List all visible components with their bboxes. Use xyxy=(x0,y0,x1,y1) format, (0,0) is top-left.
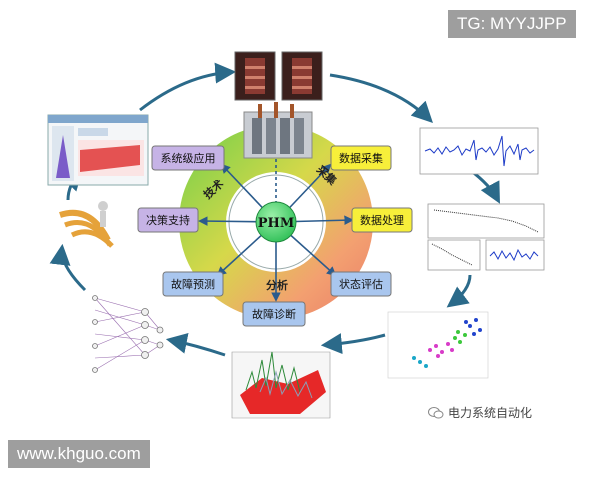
arrow-signal-to-curves xyxy=(469,168,500,204)
stage-box-state-assessment: 状态评估 xyxy=(330,271,392,297)
stage-label: 决策支持 xyxy=(146,213,190,227)
source-label: 电力系统自动化 xyxy=(448,406,533,420)
arrow-app-to-photos xyxy=(139,62,237,112)
stage-box-data-acquisition: 数据采集 xyxy=(330,145,392,171)
arrow-3d-to-network xyxy=(165,333,226,357)
arrow-network-to-decision xyxy=(49,243,87,292)
stage-box-fault-prediction: 故障预测 xyxy=(162,271,224,297)
winding-photos xyxy=(234,51,323,101)
source-account: 电力系统自动化 xyxy=(428,404,532,421)
stage-label: 状态评估 xyxy=(339,277,383,291)
arrow-scatter-to-3d xyxy=(320,333,386,355)
cluster-scatter xyxy=(387,311,489,379)
ring-label-analysis: 分析 xyxy=(266,278,288,292)
spectrum-3d xyxy=(231,351,331,419)
neural-network-nodes xyxy=(92,295,164,373)
signal-waveform xyxy=(419,127,539,175)
phm-center-label: PHM xyxy=(258,216,294,231)
stage-label: 故障预测 xyxy=(171,277,215,291)
stage-label: 数据采集 xyxy=(339,151,383,165)
arrow-curves-to-scatter xyxy=(446,274,472,308)
stage-label: 系统级应用 xyxy=(161,151,216,165)
software-ui-thumbnail xyxy=(47,114,149,186)
stage-box-fault-diagnosis: 故障诊断 xyxy=(242,301,306,327)
stage-box-system-application: 系统级应用 xyxy=(151,145,225,171)
transformer-image xyxy=(243,102,313,159)
neural-network-figure xyxy=(94,297,161,371)
wechat-icon xyxy=(428,407,444,419)
phm-center-circle xyxy=(255,201,297,243)
arrow-photos-to-signal xyxy=(329,73,433,123)
watermark-site: www.khguo.com xyxy=(8,440,150,468)
stage-box-data-processing: 数据处理 xyxy=(351,207,413,233)
watermark-tg: TG: MYYJJPP xyxy=(448,10,576,38)
degradation-curves xyxy=(427,203,545,271)
stage-label: 数据处理 xyxy=(360,213,404,227)
phm-center: PHM xyxy=(255,201,297,243)
stage-boxes: 数据采集 数据处理 状态评估 故障诊断 故障预测 决策支持 系统级应用 xyxy=(137,145,413,327)
stage-box-decision-support: 决策支持 xyxy=(137,207,199,233)
decision-figure xyxy=(59,201,114,248)
stage-label: 故障诊断 xyxy=(252,307,296,321)
